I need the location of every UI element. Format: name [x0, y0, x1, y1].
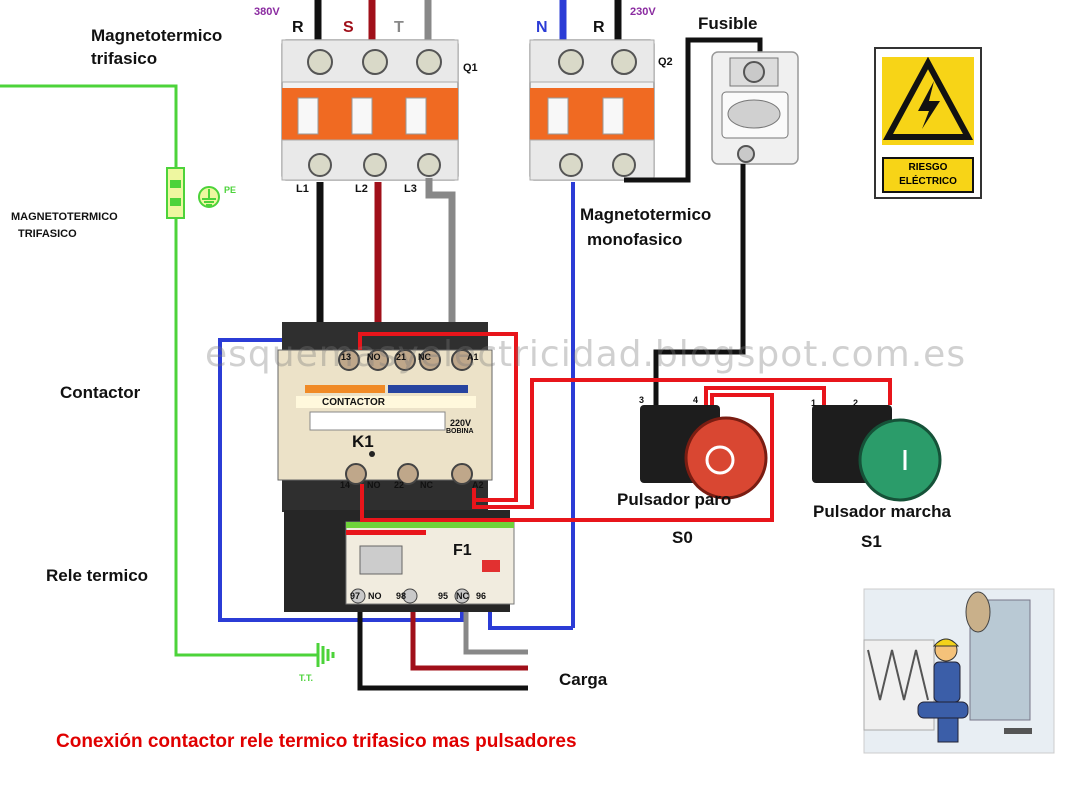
s1-term-2: 2 — [853, 398, 859, 408]
pushbutton-s0 — [640, 405, 768, 500]
phase-t-label: T — [394, 19, 404, 36]
l1-label: L1 — [296, 183, 309, 195]
coil-voltage: 220V — [450, 418, 472, 428]
q1-label-line1: Magnetotermico — [91, 26, 223, 45]
tt-label: T.T. — [299, 673, 314, 683]
earth-wiring — [0, 84, 335, 667]
left-label-line1: MAGNETOTERMICO — [11, 211, 118, 223]
k1-term-21: 21 — [396, 352, 407, 362]
neutral-wiring — [218, 182, 575, 630]
pe-label: PE — [224, 185, 237, 195]
q1-label-line2: trifasico — [91, 49, 158, 68]
q2-label-line1: Magnetotermico — [580, 205, 712, 224]
q2-tag: Q2 — [658, 56, 673, 68]
f1-term-no: NO — [368, 591, 382, 601]
f1-term-98: 98 — [396, 591, 407, 601]
q2-label-line2: monofasico — [587, 230, 683, 249]
thermal-relay-f1 — [284, 510, 515, 612]
phase-s-label: S — [343, 19, 354, 36]
l2-label: L2 — [355, 183, 368, 195]
s1-label: S1 — [861, 532, 882, 551]
s1-term-1: 1 — [811, 398, 817, 408]
phase-r2-label: R — [593, 19, 605, 36]
warning-sign: RIESGO ELÉCTRICO — [874, 47, 982, 199]
k1-term-no-top: NO — [367, 352, 381, 362]
coil-bobina: BOBINA — [446, 428, 474, 435]
neutral-label: N — [536, 19, 548, 36]
watermark: esquemasyelectricidad.blogspot.com.es — [205, 334, 967, 375]
k1-tag: K1 — [352, 432, 374, 451]
contactor-k1 — [277, 322, 493, 512]
pulsador-paro-label: Pulsador paro — [617, 490, 732, 509]
left-label-line2: TRIFASICO — [18, 228, 77, 240]
f1-term-nc: NC — [456, 591, 469, 601]
contactor-name: CONTACTOR — [322, 397, 385, 408]
carga-label: Carga — [559, 670, 608, 689]
fusible-label: Fusible — [698, 14, 758, 33]
contactor-label: Contactor — [60, 383, 141, 402]
k1-term-a2: A2 — [472, 480, 484, 490]
worker-illustration — [863, 588, 1055, 754]
fuse-holder — [624, 37, 799, 183]
k1-term-13: 13 — [341, 352, 352, 362]
warning-triangle-icon — [882, 56, 974, 145]
q1-tag: Q1 — [463, 62, 478, 74]
k1-term-no-bottom: NO — [367, 480, 381, 490]
phase-r-label: R — [292, 19, 304, 36]
l3-label: L3 — [404, 183, 417, 195]
warning-sign-text: RIESGO ELÉCTRICO — [882, 157, 974, 193]
f1-term-95: 95 — [438, 591, 449, 601]
warning-line1: RIESGO — [908, 162, 948, 173]
k1-term-nc-bottom: NC — [420, 480, 433, 490]
f1-term-96: 96 — [476, 591, 487, 601]
pulsador-marcha-label: Pulsador marcha — [813, 502, 951, 521]
voltage-380: 380V — [254, 6, 280, 18]
k1-term-a1: A1 — [467, 352, 479, 362]
k1-term-22: 22 — [394, 480, 405, 490]
rele-label: Rele termico — [46, 566, 149, 585]
pushbutton-s1 — [812, 405, 942, 502]
breaker-q1 — [281, 39, 459, 181]
power-wires — [316, 178, 456, 330]
s0-term-4: 4 — [693, 395, 699, 405]
load-wires — [357, 612, 528, 691]
k1-term-nc-top: NC — [418, 352, 431, 362]
s0-label: S0 — [672, 528, 693, 547]
f1-term-97: 97 — [350, 591, 361, 601]
breaker-q2 — [529, 39, 655, 181]
control-wiring — [358, 332, 892, 522]
caption: Conexión contactor rele termico trifasic… — [56, 731, 577, 752]
voltage-230: 230V — [630, 6, 656, 18]
warning-line2: ELÉCTRICO — [899, 176, 957, 187]
s0-term-3: 3 — [639, 395, 645, 405]
k1-term-14: 14 — [340, 480, 351, 490]
f1-tag: F1 — [453, 542, 472, 559]
